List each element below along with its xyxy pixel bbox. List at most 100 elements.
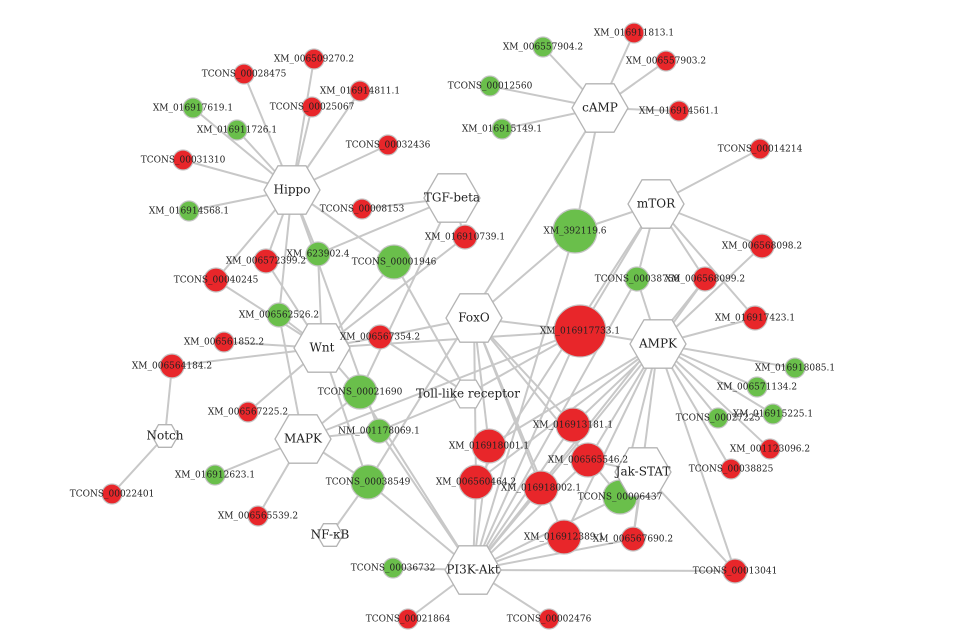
pathway-node-mapk[interactable] [274, 414, 332, 464]
pathway-node-hippo[interactable] [263, 165, 321, 215]
gene-label: XM_006562526.2 [239, 311, 319, 321]
gene-node-g23[interactable] [101, 483, 123, 505]
gene-node-g5[interactable] [301, 96, 323, 118]
pathway-node-tgfb[interactable] [423, 173, 481, 223]
gene-node-g31[interactable] [491, 118, 513, 140]
gene-node-g27[interactable] [532, 36, 554, 58]
gene-label: XM_392119.6 [543, 227, 606, 237]
edge-mapk-g38 [302, 330, 581, 440]
gene-node-g26[interactable] [247, 505, 269, 527]
gene-node-g25[interactable] [350, 464, 386, 500]
gene-node-g24[interactable] [204, 464, 226, 486]
pathway-label-nfkb: NF-κB [311, 528, 350, 542]
gene-node-g14[interactable] [376, 244, 412, 280]
gene-node-g21[interactable] [237, 401, 259, 423]
gene-node-g56[interactable] [397, 608, 419, 630]
gene-node-g10[interactable] [351, 198, 373, 220]
gene-node-g22[interactable] [366, 418, 392, 444]
gene-node-g42[interactable] [707, 407, 729, 429]
pathway-node-pi3k[interactable] [444, 545, 502, 595]
gene-node-g46[interactable] [555, 407, 591, 443]
gene-node-g47[interactable] [471, 428, 507, 464]
gene-label: TCONS_00036732 [351, 564, 436, 574]
edge-tlr-g14 [393, 261, 469, 395]
gene-label: TCONS_00038549 [326, 478, 411, 488]
gene-node-g54[interactable] [722, 558, 748, 584]
pathway-node-mtor[interactable] [627, 179, 685, 229]
gene-node-g48[interactable] [570, 442, 606, 478]
gene-node-g9[interactable] [178, 200, 200, 222]
gene-label: TCONS_00031310 [141, 156, 226, 166]
edge-wnt-g11 [321, 236, 466, 349]
gene-node-g3[interactable] [349, 80, 371, 102]
gene-node-g13[interactable] [305, 241, 331, 267]
gene-node-g28[interactable] [623, 22, 645, 44]
pathway-label-foxo: FoxO [458, 311, 490, 325]
pathway-node-jakstat[interactable] [614, 447, 672, 497]
gene-node-g12[interactable] [253, 248, 279, 274]
edge-pi3k-g46 [472, 424, 574, 571]
gene-node-g38[interactable] [553, 304, 607, 358]
pathway-node-tlr[interactable] [451, 379, 485, 409]
gene-node-g29[interactable] [479, 75, 501, 97]
gene-node-g15[interactable] [203, 267, 229, 293]
gene-node-g19[interactable] [159, 353, 185, 379]
label-layer: XM_006509270.2TCONS_00028475XM_016914811… [70, 29, 835, 625]
gene-node-g41[interactable] [746, 376, 768, 398]
gene-node-g20[interactable] [342, 374, 378, 410]
gene-label: XM_016917423.1 [715, 314, 795, 324]
gene-label: TCONS_00014214 [718, 145, 803, 155]
gene-node-g55[interactable] [382, 557, 404, 579]
gene-node-g57[interactable] [538, 608, 560, 630]
gene-label: XM_016918002.1 [501, 484, 581, 494]
gene-node-g43[interactable] [762, 403, 784, 425]
pathway-node-nfkb[interactable] [316, 523, 344, 547]
gene-node-g2[interactable] [233, 63, 255, 85]
gene-node-g7[interactable] [377, 134, 399, 156]
pathway-label-camp: cAMP [582, 101, 618, 115]
gene-node-g39[interactable] [742, 305, 768, 331]
gene-node-g45[interactable] [720, 458, 742, 480]
gene-node-g40[interactable] [784, 357, 806, 379]
gene-label: XM_006571134.2 [717, 383, 797, 393]
gene-node-g33[interactable] [749, 138, 771, 160]
gene-node-g30[interactable] [655, 50, 677, 72]
gene-label: TCONS_00028475 [202, 70, 287, 80]
pathway-node-camp[interactable] [571, 83, 629, 133]
gene-label: TCONS_00027225 [676, 414, 761, 424]
gene-node-g34[interactable] [552, 208, 598, 254]
gene-node-g32[interactable] [668, 100, 690, 122]
gene-label: XM_016918085.1 [755, 364, 835, 374]
gene-node-g53[interactable] [620, 526, 646, 552]
pathway-label-tgfb: TGF-beta [424, 191, 480, 205]
gene-node-g35[interactable] [749, 233, 775, 259]
pathway-label-tlr: Toll-like receptor [416, 387, 520, 401]
gene-node-g4[interactable] [182, 97, 204, 119]
gene-node-g52[interactable] [546, 519, 582, 555]
gene-node-g36[interactable] [624, 266, 650, 292]
pathway-node-ampk[interactable] [629, 319, 687, 369]
pathway-label-ampk: AMPK [638, 337, 678, 351]
pathway-label-hippo: Hippo [274, 183, 311, 197]
gene-node-g6[interactable] [226, 119, 248, 141]
gene-node-g50[interactable] [523, 470, 559, 506]
gene-node-g8[interactable] [172, 149, 194, 171]
gene-node-g16[interactable] [266, 302, 292, 328]
gene-label: XM_006561852.2 [184, 338, 264, 348]
pathway-node-foxo[interactable] [445, 293, 503, 343]
gene-node-g18[interactable] [367, 324, 393, 350]
pathway-node-wnt[interactable] [293, 323, 351, 373]
gene-label: TCONS_00013041 [693, 567, 778, 577]
pathway-label-pi3k: PI3K-Akt [446, 563, 500, 577]
gene-node-g49[interactable] [458, 464, 494, 500]
edge-tgfb-g20 [359, 197, 453, 393]
gene-node-g37[interactable] [692, 266, 718, 292]
gene-label: XM_016917733.1 [540, 327, 620, 337]
pathway-label-mapk: MAPK [284, 432, 323, 446]
gene-node-g11[interactable] [452, 224, 478, 250]
gene-label: TCONS_00002476 [507, 615, 592, 625]
gene-node-g17[interactable] [213, 331, 235, 353]
gene-node-g1[interactable] [303, 48, 325, 70]
gene-node-g44[interactable] [759, 438, 781, 460]
pathway-node-notch[interactable] [151, 424, 179, 448]
